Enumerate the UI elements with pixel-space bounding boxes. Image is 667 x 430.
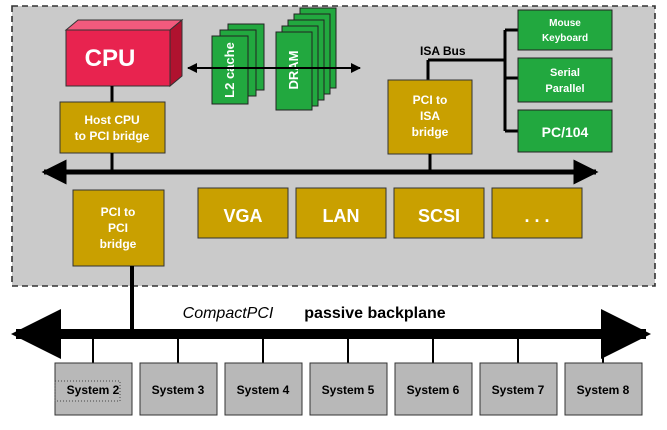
system-label: System 2 <box>67 383 120 397</box>
mouse-label: Mouse <box>549 18 581 29</box>
pci-card-scsi: SCSI <box>393 187 485 239</box>
system-slot: System 5 <box>309 334 388 416</box>
pci-card-vga: VGA <box>197 187 289 239</box>
system-slot: System 4 <box>224 334 303 416</box>
pci-card-lan: LAN <box>295 187 387 239</box>
system-label: System 8 <box>577 383 630 397</box>
keyboard-label: Keyboard <box>542 33 588 44</box>
system-label: System 3 <box>152 383 205 397</box>
pci-pci-bridge: PCI to PCI bridge <box>72 189 165 267</box>
system-label: System 7 <box>492 383 545 397</box>
pci-isa-line1: PCI to <box>413 93 448 107</box>
pci-card-label: VGA <box>223 206 262 226</box>
pci-card-more: . . . <box>491 187 583 239</box>
mouse-keyboard-box: Mouse Keyboard <box>517 9 613 51</box>
pci-isa-line3: bridge <box>412 125 449 139</box>
host-bridge-line2: to PCI bridge <box>75 129 150 143</box>
pci-isa-line2: ISA <box>420 109 440 123</box>
serial-label: Serial <box>550 67 580 79</box>
dram-block: DRAM <box>275 7 337 111</box>
focus-outline <box>54 380 121 402</box>
system-slot: System 7 <box>479 334 558 416</box>
isa-bus-label: ISA Bus <box>420 44 466 58</box>
pc104-label: PC/104 <box>542 124 589 140</box>
pci-card-label: SCSI <box>418 206 460 226</box>
system-label: System 6 <box>407 383 460 397</box>
dram-label: DRAM <box>286 51 301 90</box>
system-slot: System 8 <box>564 334 643 416</box>
system-label: System 4 <box>237 383 290 397</box>
system-slot: System 2 <box>54 334 133 416</box>
backplane-label-italic: CompactPCI <box>183 305 274 322</box>
host-bridge-line1: Host CPU <box>84 113 139 127</box>
system-slot: System 6 <box>394 334 473 416</box>
cpu-block: CPU <box>64 18 184 88</box>
parallel-label: Parallel <box>545 83 584 95</box>
host-cpu-pci-bridge: Host CPU to PCI bridge <box>59 101 166 154</box>
pci-pci-line2: PCI <box>108 221 128 235</box>
l2-cache-block: L2 cache <box>211 23 265 105</box>
pci-isa-bridge: PCI to ISA bridge <box>387 79 473 155</box>
pci-card-label: LAN <box>323 206 360 226</box>
isa-bus <box>426 28 518 133</box>
pci-pci-line1: PCI to <box>101 205 136 219</box>
serial-parallel-box: Serial Parallel <box>517 57 613 103</box>
system-label: System 5 <box>322 383 375 397</box>
cpu-label: CPU <box>85 45 136 72</box>
backplane-label-bold: passive backplane <box>304 305 446 322</box>
l2-cache-label: L2 cache <box>222 42 237 98</box>
pci-card-label: . . . <box>524 206 549 226</box>
system-slot: System 3 <box>139 334 218 416</box>
pc104-box: PC/104 <box>517 109 613 153</box>
pci-pci-line3: bridge <box>100 237 137 251</box>
